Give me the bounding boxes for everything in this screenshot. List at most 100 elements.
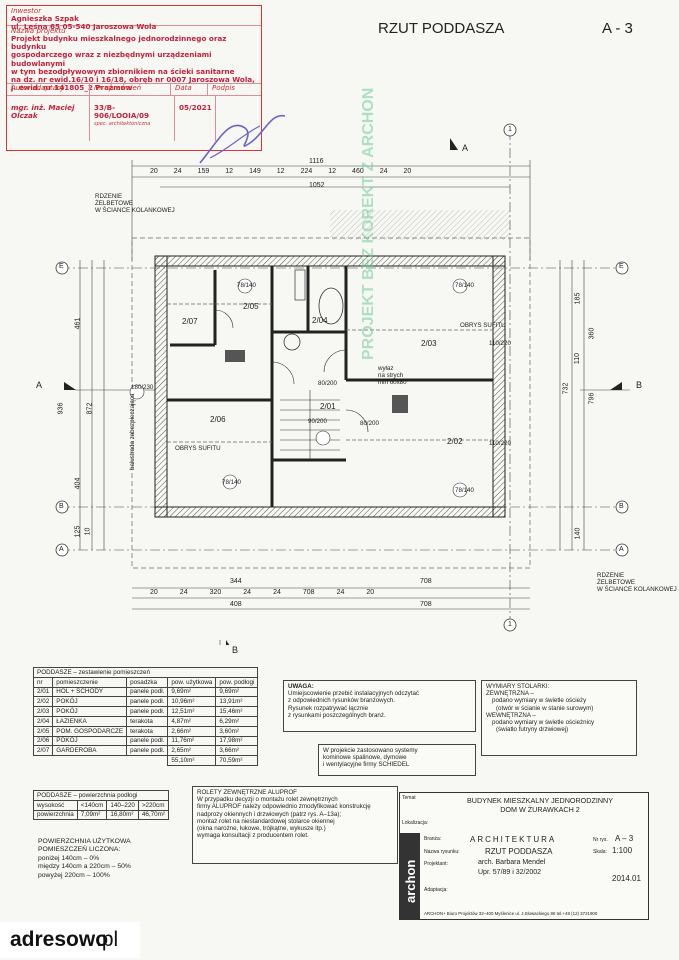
dim: 20 — [150, 589, 158, 596]
dim: 12 — [225, 168, 234, 175]
dim-left: 125 — [74, 525, 82, 538]
section-arrow-bottom: B — [232, 645, 239, 655]
dim-right: 110 — [574, 352, 582, 365]
uwaga-note: UWAGA: Umiejscowienie przebić instalacyj… — [283, 680, 476, 732]
section-arrow-top: A — [462, 143, 469, 153]
dim-right: 732 — [562, 382, 570, 395]
th: pow. użytkowa — [167, 676, 217, 688]
investor-address: ul. Leśna 65 05-540 Jaroszowa Wola — [11, 22, 157, 32]
dim-top-row: 20 24 159 12 149 12 224 12 460 24 20 — [150, 168, 411, 175]
rolety-note: ROLETY ZEWNĘTRZNE ALUPROF W przypadku de… — [192, 786, 398, 864]
dim: 159 — [197, 168, 210, 175]
height-table: PODDASZE – powierzchnia podłogi wysokość… — [33, 790, 169, 821]
room-2-03: 2/03 — [421, 339, 437, 348]
dim: 24 — [273, 589, 281, 596]
window-label: 180/230 — [131, 384, 154, 391]
obrys-sufitu-right: OBRYS SUFITU — [460, 322, 506, 329]
axis-label-1-bottom: 1 — [508, 621, 512, 628]
project-line: Projekt budynku mieszkalnego jednorodzin… — [11, 34, 227, 52]
room-2-01: 2/01 — [320, 402, 336, 411]
room-2-04: 2/04 — [312, 316, 328, 325]
dim-right: 140 — [574, 527, 582, 540]
window-label: 78/140 — [455, 487, 474, 494]
tb-date: 2014.01 — [612, 874, 641, 883]
date-label: Data — [171, 84, 208, 95]
section-arrow-right: B — [636, 380, 643, 390]
window-label: 110/220 — [489, 340, 511, 347]
project-label: Nazwa projektu — [11, 27, 66, 35]
dim: 224 — [300, 168, 313, 175]
dim: 24 — [243, 589, 252, 596]
dim-bottom-row: 20 24 320 24 24 708 24 20 — [150, 589, 374, 596]
archon-brand: archon — [403, 859, 418, 903]
scale: 1:100 — [612, 846, 633, 855]
dim-left: 10 — [84, 527, 92, 536]
dim: 20 — [403, 168, 412, 175]
window-label: 78/140 — [455, 282, 474, 289]
dim: 12 — [276, 168, 285, 175]
axis-label-1-top: 1 — [508, 126, 512, 133]
designer: arch. Barbara Mendel — [478, 859, 546, 866]
dim-left: 404 — [74, 477, 82, 490]
window-label: 78/140 — [237, 282, 256, 289]
license-note: spec. architektoniczna — [94, 121, 151, 128]
dim-right: 185 — [574, 292, 582, 305]
obrys-sufitu-left: OBRYS SUFITU — [175, 445, 221, 452]
th: nr — [32, 676, 54, 688]
dim-left: 872 — [86, 402, 94, 415]
author-name: mgr. inż. Maciej Olczak — [7, 96, 90, 141]
dim-bottom-1: 344 — [230, 578, 242, 585]
adresowo-logo: adresowo .pl — [0, 922, 140, 958]
drawing-name: RZUT PODDASZA — [485, 847, 553, 856]
th: pow. podłogi — [215, 676, 259, 688]
stamp-date: 05/2021 — [175, 96, 216, 141]
balustrade-note: balustrada zabezpieczająca — [129, 393, 136, 470]
axis-label-b-left: B — [59, 503, 64, 510]
dim: 24 — [336, 589, 345, 596]
watermark: PROJEKT BEZ KOREKT Z ARCHON — [360, 87, 377, 360]
project-line: na dz. nr ewid.16/10 i 16/18, obręb nr 0… — [11, 75, 255, 85]
dim-bottom-total-2: 708 — [420, 601, 432, 608]
project-line: j. ewid. nr 141805_2 Prażmów — [11, 83, 133, 93]
axis-label-e-left: E — [59, 263, 64, 270]
window-label: 110/220 — [489, 440, 511, 447]
logo-text: adresowo — [10, 928, 109, 951]
window-label: 78/140 — [222, 479, 241, 486]
logo-suffix: .pl — [96, 928, 119, 951]
dim: 460 — [352, 168, 364, 175]
dim: 24 — [379, 168, 388, 175]
sheet-number: A - 3 — [602, 20, 633, 37]
axis-label-e-right: E — [619, 263, 624, 270]
floor-plan — [55, 123, 630, 645]
dim-top-inner: 1052 — [309, 182, 325, 189]
door-label: 80/200 — [318, 380, 337, 387]
dim-left: 461 — [74, 317, 82, 330]
dim: 24 — [179, 589, 188, 596]
usable-area-note: POWIERZCHNIA UŻYTKOWA POMIESZCZEŃ LICZON… — [38, 838, 131, 879]
dim: 20 — [366, 589, 375, 596]
windows-note: WYMIARY STOLARKI: ZEWNĘTRZNA – podano wy… — [481, 680, 637, 756]
project-line: gospodarczego wraz z niezbędnymi urządze… — [11, 50, 212, 68]
door-label: 90/200 — [308, 418, 327, 425]
dim-left: 936 — [57, 402, 65, 415]
dim-bottom-total-1: 408 — [230, 601, 242, 608]
room-2-06: 2/06 — [210, 415, 226, 424]
signature-scribble — [199, 115, 286, 164]
axis-label-a-left: A — [59, 546, 64, 553]
section-arrow-left: A — [36, 380, 43, 390]
room-2-05: 2/05 — [243, 302, 259, 311]
drawing-number: A – 3 — [615, 834, 634, 843]
dim: 320 — [209, 589, 222, 596]
